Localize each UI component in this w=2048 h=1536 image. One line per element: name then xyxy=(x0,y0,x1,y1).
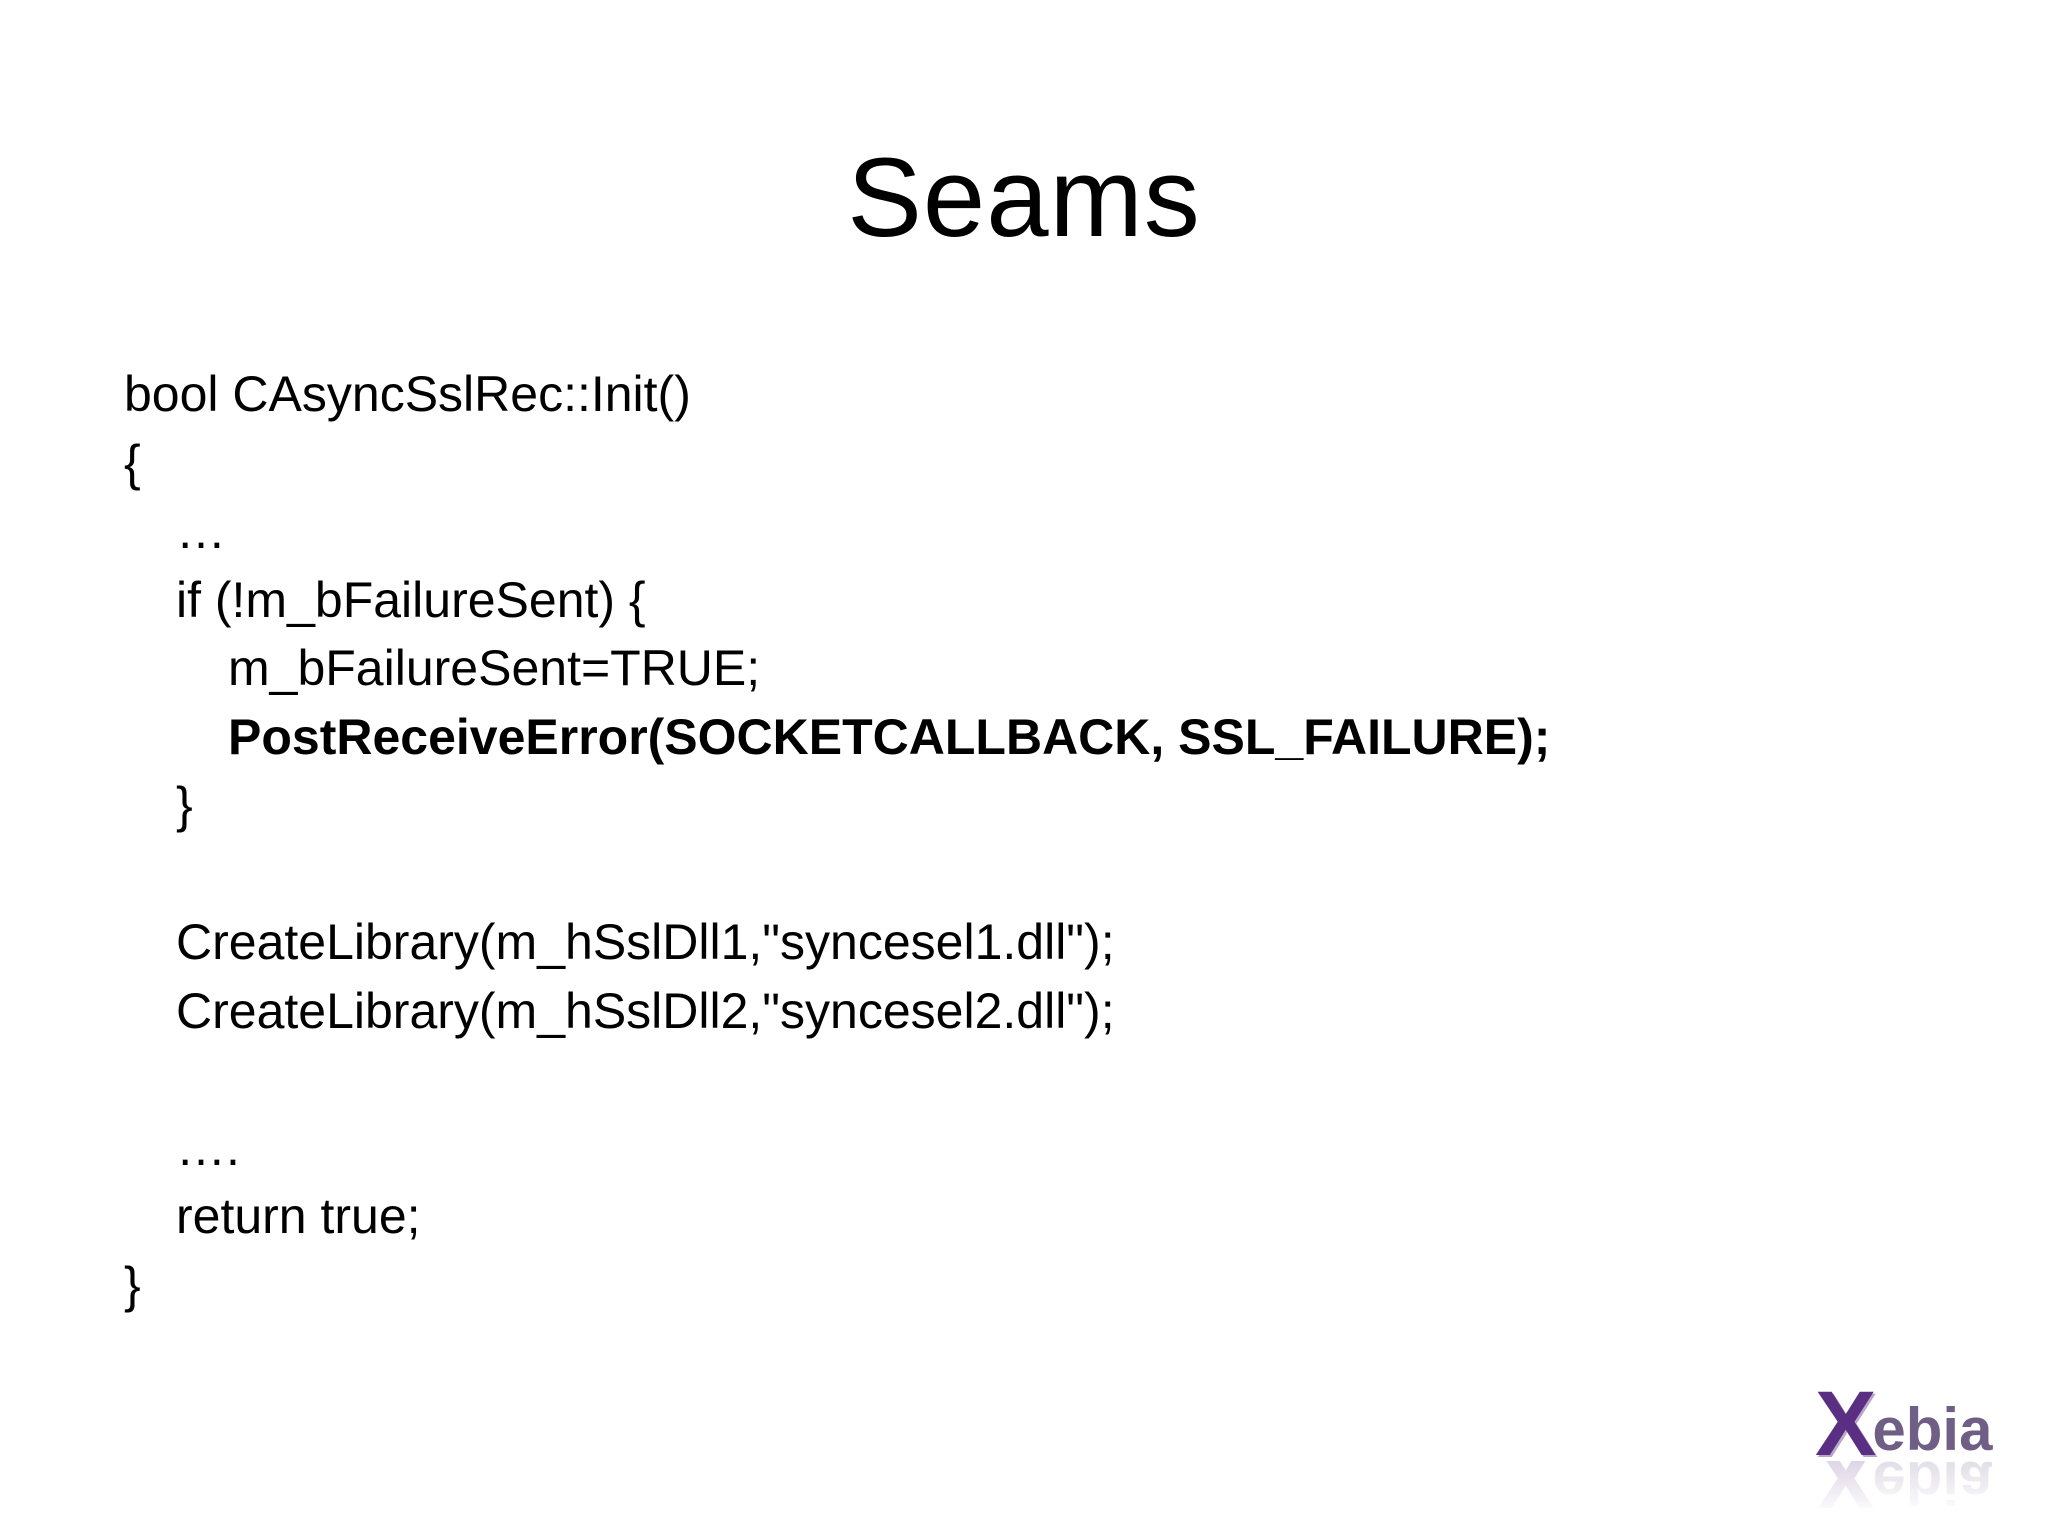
code-block: bool CAsyncSslRec::Init() { … if (!m_bFa… xyxy=(124,360,1824,1319)
code-line: CreateLibrary(m_hSslDll2,"syncesel2.dll"… xyxy=(176,982,1115,1039)
code-line-blank xyxy=(124,840,1824,909)
logo-reflection: X ebia xyxy=(1815,1461,1992,1515)
code-line: { xyxy=(124,434,141,491)
logo-text: ebia xyxy=(1872,1396,1993,1463)
logo-reflection-x: X xyxy=(1815,1461,1877,1515)
code-line: bool CAsyncSslRec::Init() xyxy=(124,366,691,422)
slide-title: Seams xyxy=(847,135,1201,260)
code-line-blank xyxy=(124,1045,1824,1114)
code-line: } xyxy=(176,777,193,833)
code-line: if (!m_bFailureSent) { xyxy=(176,571,646,628)
code-line: …. xyxy=(176,1119,240,1176)
code-line: return true; xyxy=(176,1188,421,1244)
code-line: m_bFailureSent=TRUE; xyxy=(228,640,761,696)
logo-wordmark: X ebia xyxy=(1815,1373,1993,1475)
code-line: … xyxy=(176,503,226,559)
logo-x-glyph: X xyxy=(1815,1373,1877,1475)
code-line: } xyxy=(124,1256,141,1313)
code-line: CreateLibrary(m_hSslDll1,"syncesel1.dll"… xyxy=(176,914,1115,970)
xebia-logo: X ebia X ebia xyxy=(1815,1373,2030,1515)
logo-reflection-text: ebia xyxy=(1872,1461,1993,1515)
code-line-highlighted: PostReceiveError(SOCKETCALLBACK, SSL_FAI… xyxy=(228,708,1551,765)
